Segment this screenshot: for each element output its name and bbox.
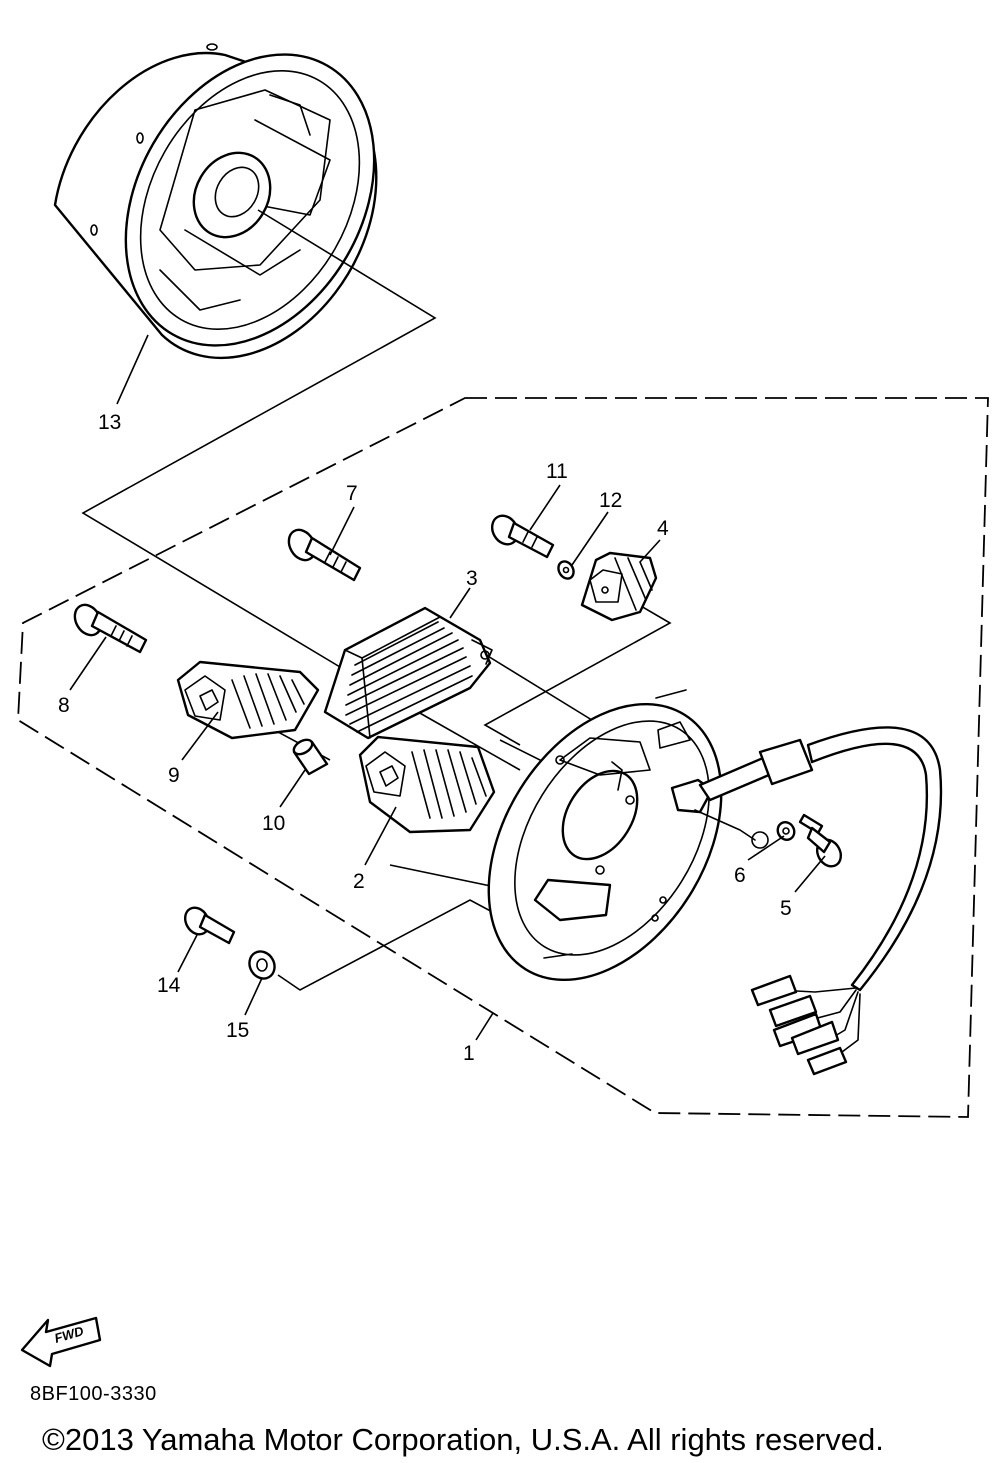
callout-13: 13 xyxy=(98,411,121,434)
callout-1: 1 xyxy=(463,1042,475,1065)
screw-11 xyxy=(490,514,555,559)
forward-direction-arrow: FWD xyxy=(20,1316,102,1368)
callout-4: 4 xyxy=(657,517,669,540)
callout-14: 14 xyxy=(157,974,181,997)
assembly-boundary xyxy=(17,397,989,1118)
callout-11: 11 xyxy=(546,460,568,483)
callout-leaders xyxy=(69,334,826,1041)
screw-5 xyxy=(798,813,843,868)
copyright-notice: ©2013 Yamaha Motor Corporation, U.S.A. A… xyxy=(42,1422,884,1457)
washer-6 xyxy=(776,821,796,841)
screw-14 xyxy=(183,906,236,945)
callout-9: 9 xyxy=(168,764,180,787)
wiring-harness xyxy=(670,726,943,1076)
callout-12: 12 xyxy=(599,489,622,512)
drawing-code: 8BF100-3330 xyxy=(30,1383,157,1405)
collar xyxy=(292,738,329,776)
washer-15 xyxy=(248,950,276,980)
callout-3: 3 xyxy=(466,567,478,590)
callout-7: 7 xyxy=(346,482,358,505)
callout-2: 2 xyxy=(353,870,365,893)
screw-8 xyxy=(73,603,148,654)
callout-8: 8 xyxy=(58,694,70,717)
callout-10: 10 xyxy=(262,812,285,835)
lighting-coil xyxy=(580,551,658,622)
callout-5: 5 xyxy=(780,897,792,920)
flywheel-rotor xyxy=(53,43,378,360)
charge-coil xyxy=(323,606,493,740)
callout-15: 15 xyxy=(226,1019,249,1042)
callout-6: 6 xyxy=(734,864,746,887)
source-coil xyxy=(358,735,496,834)
pulser-coil xyxy=(176,660,320,740)
screw-7 xyxy=(287,528,362,582)
callout-numbers: 1 2 3 4 5 6 7 8 9 10 11 12 13 14 15 xyxy=(58,411,792,1065)
stator-base-plate xyxy=(487,689,723,982)
washer-12 xyxy=(557,560,575,580)
